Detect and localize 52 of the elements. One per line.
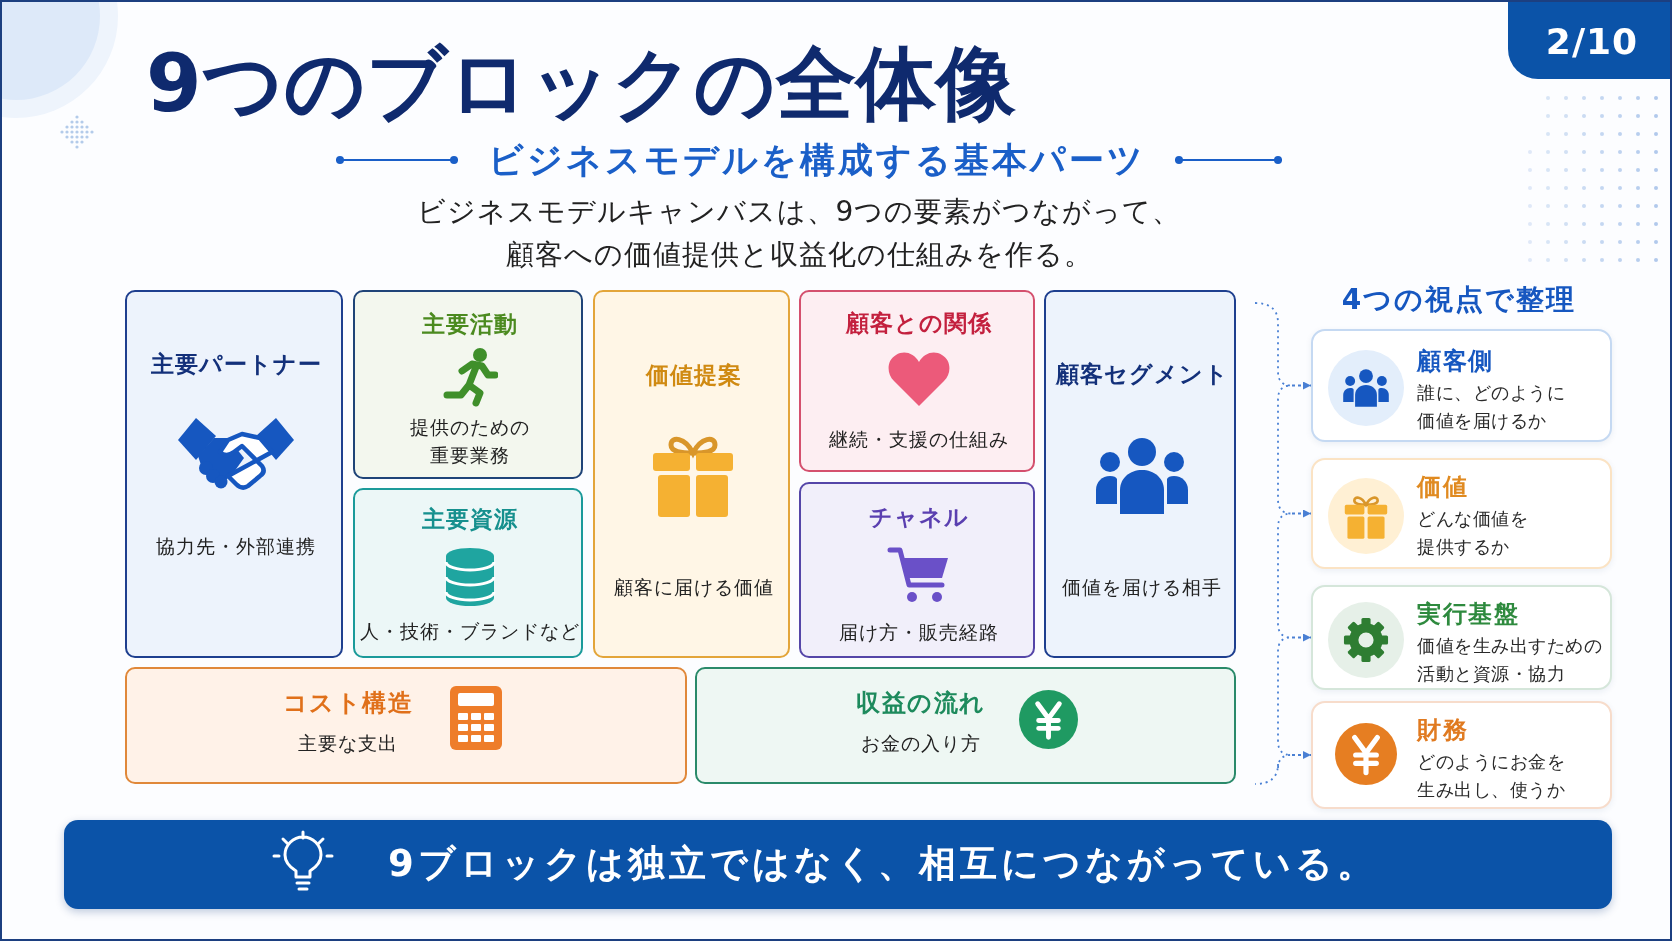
canvas-block	[695, 667, 1236, 784]
block-description: 人・技術・ブランドなど	[360, 619, 580, 644]
banner-message: 9ブロックは独立ではなく、相互につながっている。	[388, 842, 1378, 886]
dashed-arrow	[1291, 509, 1312, 518]
canvas-block	[125, 667, 687, 784]
block-description: 協力先・外部連携	[156, 534, 316, 559]
block-description: お金の入り方	[861, 731, 981, 756]
page-badge	[1508, 2, 1670, 79]
block-description: 提供のための重要業務	[409, 415, 531, 468]
block-description: 継続・支援の仕組み	[829, 427, 1009, 452]
card-description: どんな価値を提供するか	[1417, 507, 1529, 559]
canvas-block	[125, 290, 343, 658]
viewpoint-card	[1311, 329, 1612, 442]
slide-subtitle: ビジネスモデルを構成する基本パーツ	[488, 139, 1146, 182]
block-title: 価値提案	[645, 361, 742, 390]
page-number: 2/10	[1545, 21, 1639, 63]
section-heading: 4つの視点で整理	[1341, 282, 1577, 318]
canvas-block	[353, 290, 583, 479]
dashed-arrow	[1291, 381, 1312, 390]
card-title: 財務	[1417, 715, 1468, 745]
block-description: 主要な支出	[298, 731, 398, 756]
block-title: チャネル	[869, 503, 969, 532]
canvas-block	[353, 488, 583, 658]
canvas-block	[593, 290, 790, 658]
block-title: コスト構造	[282, 688, 414, 718]
card-title: 顧客側	[1417, 346, 1494, 376]
canvas-block	[799, 482, 1035, 658]
card-description: どのようにお金を生み出し、使うか	[1417, 750, 1566, 802]
block-title: 主要パートナー	[150, 350, 322, 379]
canvas-block	[799, 290, 1035, 472]
card-description: 誰に、どのように価値を届けるか	[1417, 381, 1566, 433]
block-title: 収益の流れ	[856, 688, 986, 718]
block-description: 届け方・販売経路	[839, 620, 999, 645]
canvas-block	[1044, 290, 1236, 658]
slide-title: 9つのブロックの全体像	[146, 39, 1016, 129]
block-description: 価値を届ける相手	[1062, 575, 1222, 600]
block-description: 顧客に届ける価値	[613, 575, 774, 600]
dashed-arrow	[1291, 633, 1312, 642]
card-description: 価値を生み出すための活動と資源・協力	[1417, 634, 1603, 686]
intro-text: ビジネスモデルキャンバスは、9つの要素がつながって、顧客への価値提供と収益化の仕組みを作る。	[415, 194, 1183, 273]
bracket	[1253, 301, 1292, 786]
dashed-arrow	[1291, 751, 1312, 759]
card-title: 価値	[1417, 472, 1468, 502]
card-title: 実行基盤	[1417, 599, 1519, 629]
block-title: 主要活動	[422, 310, 518, 339]
message-banner	[64, 820, 1612, 909]
block-title: 主要資源	[422, 505, 518, 534]
block-title: 顧客との関係	[846, 309, 992, 338]
viewpoint-card	[1311, 458, 1612, 569]
viewpoint-card	[1311, 585, 1612, 690]
viewpoint-card	[1311, 701, 1612, 809]
block-title: 顧客セグメント	[1055, 360, 1229, 389]
